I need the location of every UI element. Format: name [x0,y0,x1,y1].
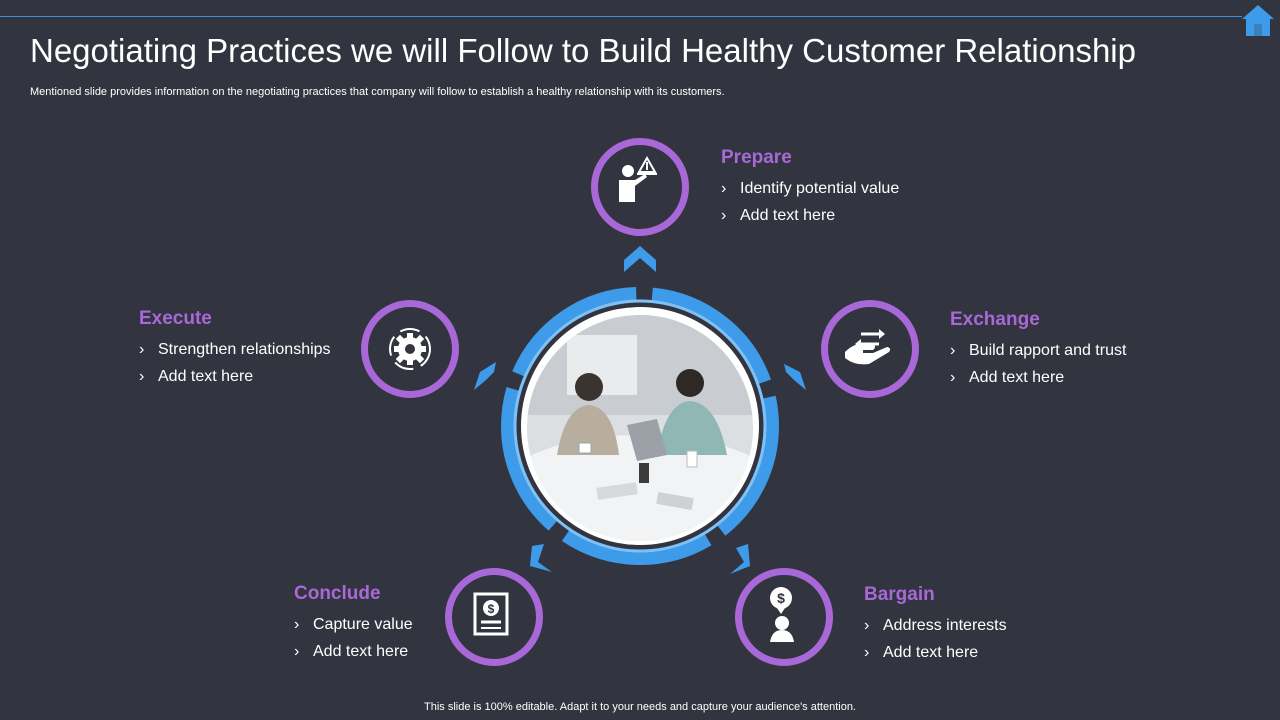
bullet-chevron-icon: › [294,643,300,660]
hand-exchange-icon [845,329,891,365]
prepare-circle [591,138,689,236]
bullet-chevron-icon: › [139,368,145,385]
list-item: ›Add text here [294,638,413,665]
step-items: ›Strengthen relationships ›Add text here [139,336,331,390]
step-title: Bargain [864,584,935,605]
list-item: ›Add text here [864,639,1007,666]
step-items: ›Address interests ›Add text here [864,612,1007,666]
step-items: ›Capture value ›Add text here [294,611,413,665]
step-conclude: Conclude ›Capture value ›Add text here [294,583,413,665]
bargain-circle: $ [735,568,833,666]
arrow-to-prepare [624,246,656,272]
person-dollar-icon: $ [770,587,794,642]
list-item: ›Add text here [950,364,1126,391]
step-prepare: Prepare ›Identify potential value ›Add t… [721,147,899,229]
footer-note: This slide is 100% editable. Adapt it to… [424,701,856,713]
exchange-circle [821,300,919,398]
bullet-chevron-icon: › [864,644,870,661]
list-item: ›Address interests [864,612,1007,639]
step-execute: Execute ›Strengthen relationships ›Add t… [139,308,331,390]
bullet-chevron-icon: › [721,207,727,224]
bullet-chevron-icon: › [294,616,300,633]
list-item: ›Add text here [139,363,331,390]
arrow-to-conclude [530,544,552,572]
svg-text:$: $ [488,602,495,616]
step-title: Conclude [294,583,381,604]
execute-circle [361,300,459,398]
list-item: ›Capture value [294,611,413,638]
top-rule [0,16,1242,17]
page-subtitle: Mentioned slide provides information on … [30,86,725,98]
bullet-chevron-icon: › [864,617,870,634]
step-bargain: Bargain ›Address interests ›Add text her… [864,584,1007,666]
step-title: Prepare [721,147,792,168]
list-item: ›Add text here [721,202,899,229]
arrow-to-exchange [784,364,806,390]
gear-cycle-icon [389,328,431,370]
step-items: ›Build rapport and trust ›Add text here [950,337,1126,391]
step-exchange: Exchange ›Build rapport and trust ›Add t… [950,309,1126,391]
bullet-chevron-icon: › [139,341,145,358]
meeting-photo [527,315,753,541]
arrow-to-bargain [730,544,750,574]
bullet-chevron-icon: › [950,369,956,386]
presenter-icon [619,155,657,202]
arrow-to-execute [474,362,496,390]
bullet-chevron-icon: › [721,180,727,197]
bullet-chevron-icon: › [950,342,956,359]
page-title: Negotiating Practices we will Follow to … [30,32,1136,69]
step-title: Exchange [950,309,1040,330]
step-items: ›Identify potential value ›Add text here [721,175,899,229]
list-item: ›Identify potential value [721,175,899,202]
home-icon[interactable] [1240,2,1276,38]
svg-text:$: $ [777,590,785,606]
step-title: Execute [139,308,212,329]
conclude-circle: $ [445,568,543,666]
list-item: ›Strengthen relationships [139,336,331,363]
dollar-certificate-icon: $ [473,592,509,636]
list-item: ›Build rapport and trust [950,337,1126,364]
